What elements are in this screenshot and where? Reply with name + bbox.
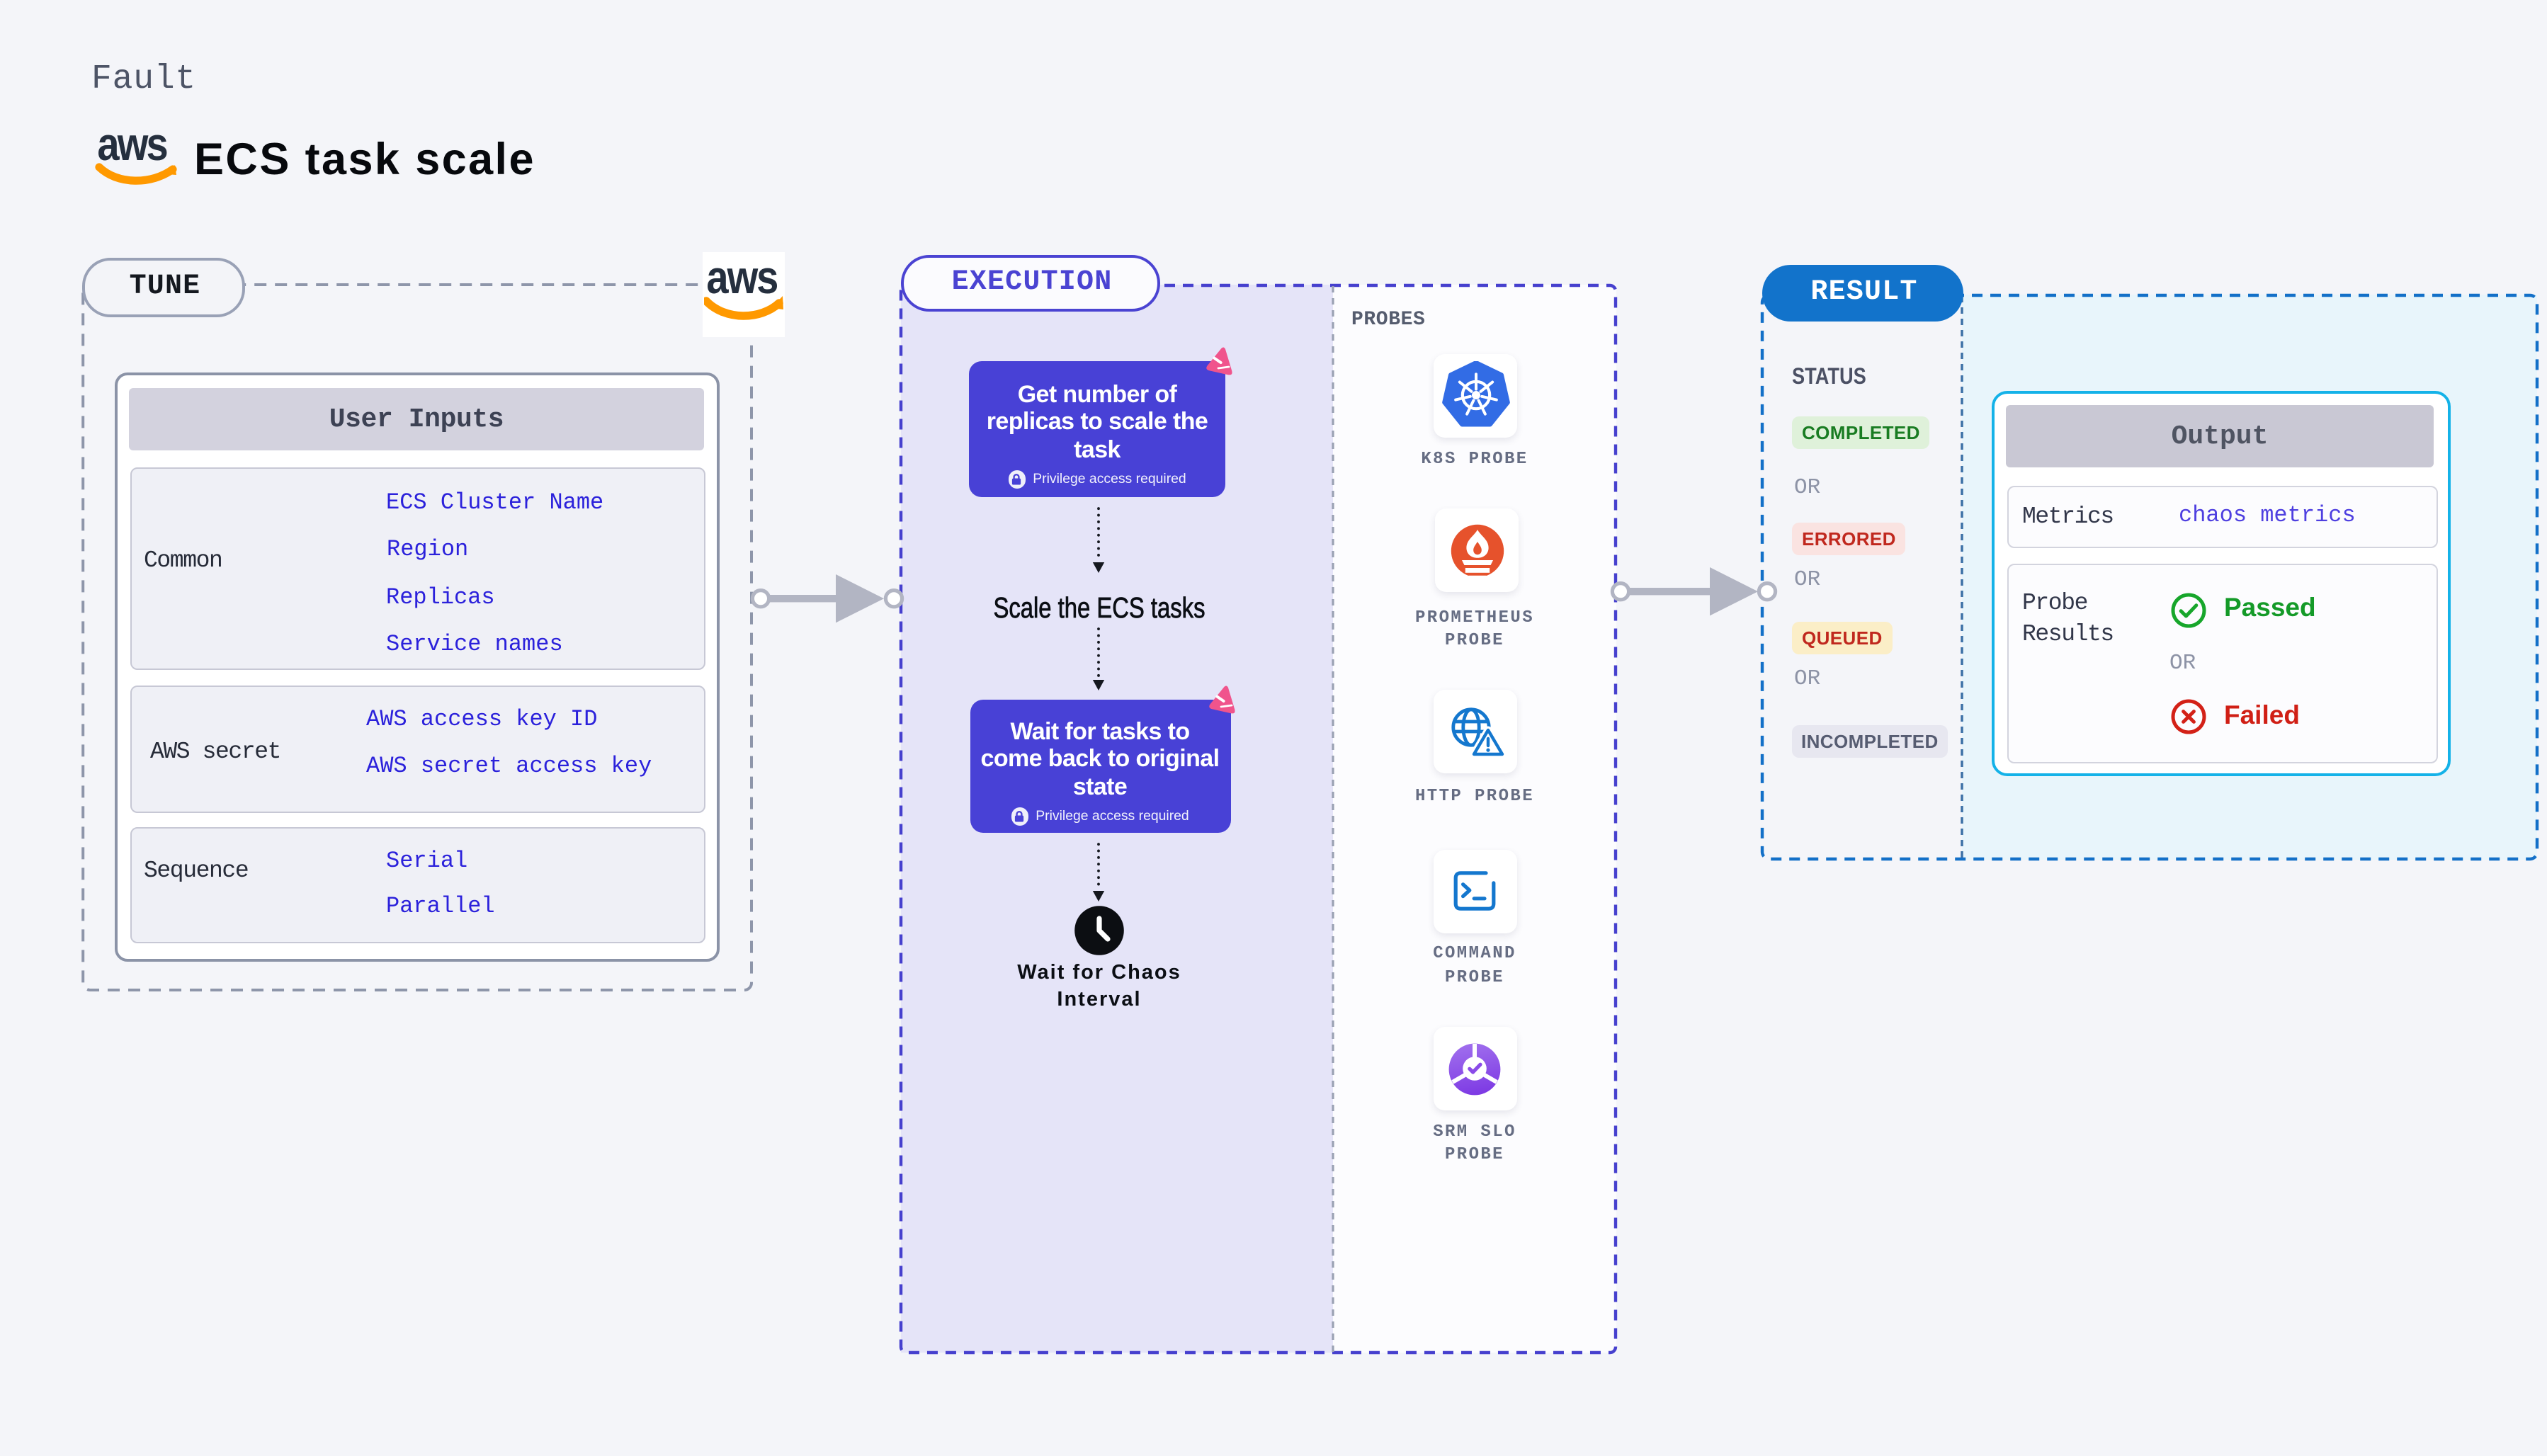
svg-text:aws: aws xyxy=(706,261,778,303)
svg-text:aws: aws xyxy=(97,127,168,170)
